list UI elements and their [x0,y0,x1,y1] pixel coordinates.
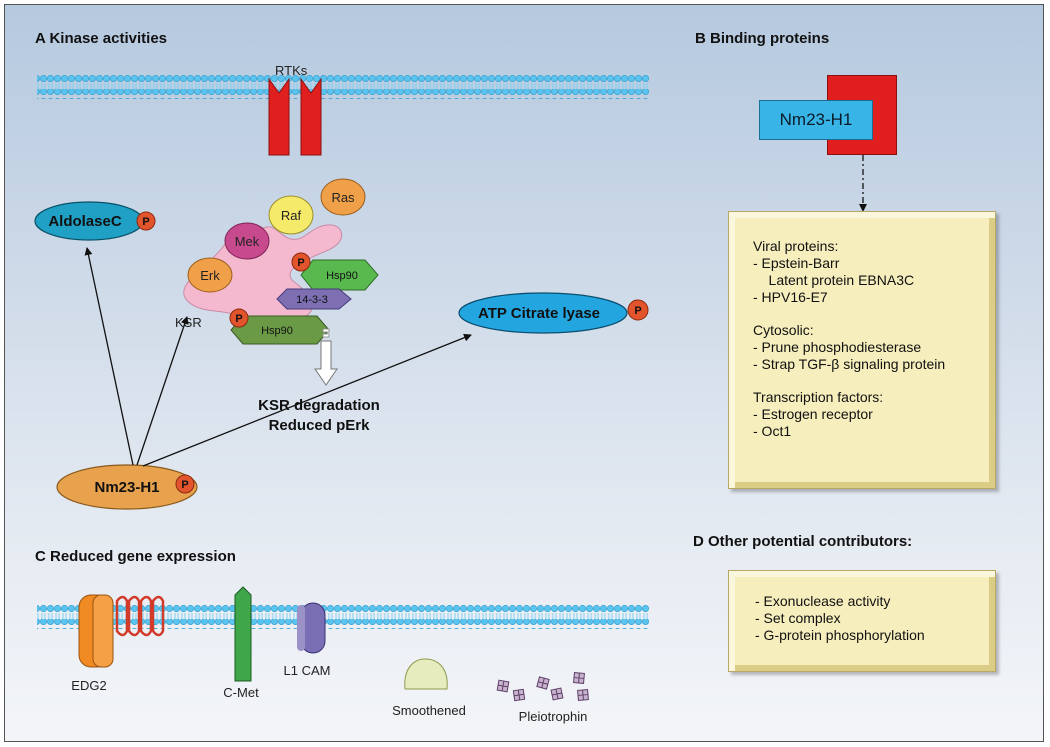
protein-14-3-3 [276,288,352,310]
rtk-receptors [268,77,322,156]
figure-frame: A Kinase activities B Binding proteins C… [4,4,1044,742]
degradation-arrow [314,328,338,386]
atp-citrate-lyase-label: ATP Citrate lyase [478,305,600,322]
c-met-receptor [234,586,252,682]
partner-line: Cytosolic: [753,322,814,338]
contributor-item: - Exonuclease activity [755,593,891,609]
raf-protein [268,195,314,235]
arrow-to-ksr [136,316,189,466]
arrow-to-atp-citrate-lyase [142,333,472,467]
erk-label: Erk [200,268,220,283]
atp-citrate-lyase-protein [458,292,628,334]
smoothened-protein [404,658,448,690]
l1-cam-label: L1 CAM [284,663,331,678]
phospho-hsp90-upper-label: P [297,257,304,269]
panel-b-title: B Binding proteins [695,30,829,47]
binding-partners-box: Viral proteins: - Epstein-Barr Latent pr… [728,211,996,489]
contributor-item: - G-protein phosphorylation [755,627,925,643]
phospho-aldolase [136,211,156,231]
edg2-receptor [78,594,165,668]
phospho-atp-citrate-lyase-label: P [634,305,641,317]
partner-line: - Epstein-Barr [753,255,840,271]
smoothened-label: Smoothened [392,703,466,718]
phospho-hsp90-upper [291,252,311,272]
l1-cam-receptor [297,602,326,654]
mek-label: Mek [235,234,260,249]
hsp90-upper-label: Hsp90 [326,270,358,282]
partner-line: - Prune phosphodiesterase [753,339,922,355]
edg2-label: EDG2 [71,678,106,693]
phospho-nm23 [175,474,195,494]
partner-line: - Oct1 [753,423,792,439]
partner-line: - Strap TGF-β signaling protein [753,356,946,372]
nm23-h1-label: Nm23-H1 [94,479,159,496]
pleiotrophin-label: Pleiotrophin [519,709,588,724]
pleiotrophin-molecules [496,672,589,702]
partner-line: Transcription factors: [753,389,884,405]
outcome-line-1: KSR degradation [258,397,380,414]
panel-a-title: A Kinase activities [35,30,167,47]
phospho-aldolase-label: P [142,216,149,228]
c-met-label: C-Met [223,685,259,700]
partner-line: Latent protein EBNA3C [753,272,915,288]
rtks-label: RTKs [275,63,308,78]
contributor-item: - Set complex [755,610,841,626]
ras-protein [320,178,366,216]
phospho-ksr-label: P [235,313,242,325]
phospho-ksr [229,308,249,328]
cell-membrane-top [37,73,649,99]
outcome-line-2: Reduced pErk [269,417,371,434]
mek-protein [224,222,270,260]
hsp90-lower [230,315,330,345]
diagram-canvas: A Kinase activities B Binding proteins C… [34,30,912,724]
other-contributors-box: - Exonuclease activity - Set complex - G… [728,570,996,672]
panel-d-title: D Other potential contributors: [693,533,912,550]
erk-protein [187,257,233,293]
phospho-atp-citrate-lyase [627,299,649,321]
nm23-h1-protein [56,464,198,510]
aldolase-c-label: AldolaseC [48,213,122,230]
panel-c-title: C Reduced gene expression [35,548,236,565]
cell-membrane-bottom [37,603,649,629]
nm23-h1-box: Nm23-H1 [759,100,873,140]
partner-line: - Estrogen receptor [753,406,873,422]
raf-label: Raf [281,208,302,223]
partner-spacer [753,306,995,322]
hsp90-lower-label: Hsp90 [261,325,293,337]
phospho-nm23-label: P [181,479,188,491]
partner-line: - HPV16-E7 [753,289,828,305]
ras-label: Ras [331,190,355,205]
protein-14-3-3-label: 14-3-3 [296,294,328,306]
partner-spacer [753,373,995,389]
arrow-to-aldolase-c [84,247,134,466]
partner-line: Viral proteins: [753,238,839,254]
hsp90-upper [300,259,379,291]
ksr-label: KSR [175,315,202,330]
